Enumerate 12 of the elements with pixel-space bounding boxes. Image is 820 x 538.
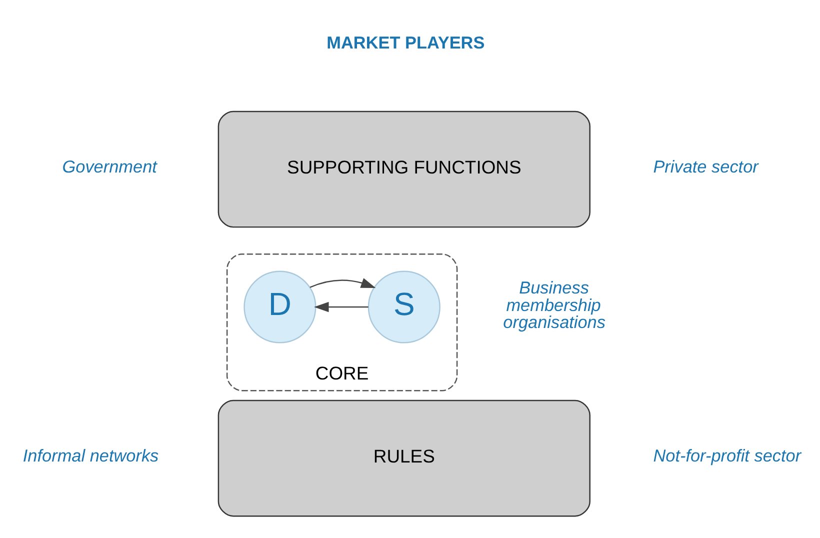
label: Business membership organisations <box>503 277 606 332</box>
arrow <box>314 301 368 312</box>
label: Private sector <box>653 156 758 176</box>
label: Not-for-profit sector <box>653 445 802 466</box>
node-box: RULES <box>218 399 590 516</box>
node-circle: S <box>368 270 440 343</box>
arrow <box>310 278 376 288</box>
label: Government <box>62 156 157 176</box>
label: Informal networks <box>22 445 159 466</box>
label: MARKET PLAYERS <box>326 32 485 52</box>
node-circle: D <box>244 270 316 343</box>
node-box: SUPPORTING FUNCTIONS <box>218 110 590 228</box>
